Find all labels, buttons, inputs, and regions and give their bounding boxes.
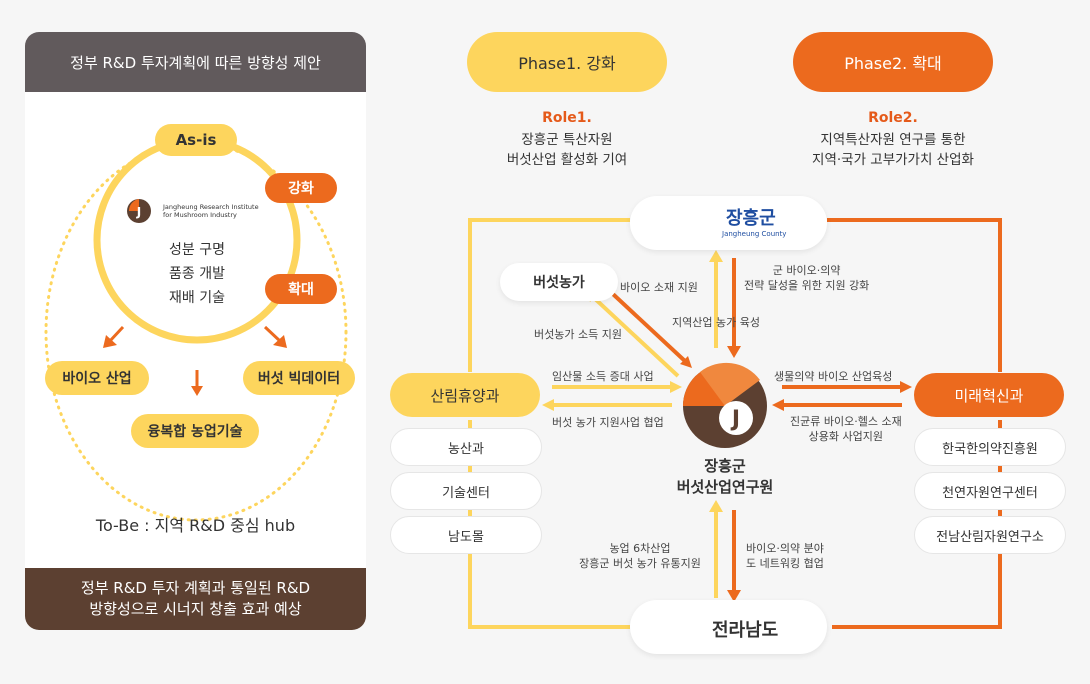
label-bio-pharma-growth: 생물의약 바이오 산업육성 (774, 370, 893, 383)
future-dept-node: 미래혁신과 (914, 373, 1064, 417)
arrow-heads (103, 335, 287, 396)
role1-line1: 장흥군 특산자원 (521, 132, 613, 148)
mushroom-bigdata-badge: 버섯 빅데이터 (243, 361, 355, 395)
label-network-line2: 도 네트워킹 협업 (746, 557, 824, 570)
label-farm-support-coop: 버섯 농가 지원사업 협업 (552, 416, 664, 429)
left-sub-node: 남도몰 (390, 516, 542, 554)
frame-top-right (827, 218, 1002, 372)
svg-text:J: J (136, 205, 141, 219)
center-name-line1: 장흥군 (704, 457, 746, 475)
jeonnam-down-arrow (727, 590, 741, 602)
strengthen-badge: 강화 (265, 173, 337, 203)
right-sub-node: 전남산림자원연구소 (914, 516, 1066, 554)
expand-badge: 확대 (265, 274, 337, 304)
role1-line2: 버섯산업 활성화 기여 (506, 152, 628, 168)
left-sub-node: 농산과 (390, 428, 542, 466)
institute-name: Jangheung Research Institute for Mushroo… (163, 203, 259, 219)
label-network-line1: 바이오·의약 분야 (746, 542, 824, 555)
center-name-line2: 버섯산업연구원 (676, 478, 774, 496)
role1-title: Role1. (542, 110, 592, 126)
forest-right-arrow (670, 381, 682, 393)
forest-dept-node: 산림휴양과 (390, 373, 540, 417)
label-county-bio-pharma: 군 바이오·의약 전략 달성을 위한 지원 강화 (744, 263, 869, 293)
mushroom-farm-node: 버섯농가 (500, 263, 618, 301)
label-regional-industry: 지역산업 농가 육성 (672, 316, 760, 329)
frame-top-left (468, 218, 630, 372)
county-down-arrow (727, 346, 741, 358)
arrow-right-line (263, 325, 283, 344)
left-footer: 정부 R&D 투자 계획과 통일된 R&D 방향성으로 시너지 창출 효과 예상 (25, 568, 366, 630)
label-bio-material-support: 바이오 소재 지원 (620, 281, 698, 294)
label-fungi: 진균류 바이오·헬스 소재 상용화 사업지원 (790, 414, 902, 444)
label-fungi-line2: 상용화 사업지원 (808, 430, 884, 443)
role2-line2: 지역·국가 고부가가치 산업화 (812, 152, 974, 168)
label-network: 바이오·의약 분야 도 네트워킹 협업 (746, 541, 824, 571)
jangheung-county-node: 장흥군 Jangheung County (630, 196, 827, 250)
arrow-down-head (191, 386, 203, 396)
arrow-right-head (273, 335, 287, 348)
label-county-bio-pharma-line1: 군 바이오·의약 (772, 264, 841, 277)
institute-name-line2: for Mushroom Industry (163, 211, 237, 219)
center-institute-name: 장흥군 버섯산업연구원 (655, 456, 795, 498)
as-is-task-list: 성분 구명 품종 개발 재배 기술 (147, 238, 247, 310)
farm-diag-arrow-a (680, 356, 692, 368)
farm-diag-line-b (590, 294, 680, 378)
task-item: 성분 구명 (169, 242, 225, 258)
left-header: 정부 R&D 투자계획에 따른 방향성 제안 (25, 32, 366, 92)
role2-line1: 지역특산자원 연구를 통한 (820, 132, 966, 148)
jeonnam-name: 전라남도 (712, 620, 779, 641)
footer-line1: 정부 R&D 투자 계획과 통일된 R&D (80, 579, 311, 597)
role2-block: Role2. 지역특산자원 연구를 통한 지역·국가 고부가가치 산업화 (770, 110, 1016, 170)
label-fungi-line1: 진균류 바이오·헬스 소재 (790, 415, 902, 428)
label-county-bio-pharma-line2: 전략 달성을 위한 지원 강화 (744, 279, 870, 292)
future-left-arrow (772, 399, 784, 411)
label-forest-income: 임산물 소득 증대 사업 (552, 370, 654, 383)
right-sub-node: 천연자원연구센터 (914, 472, 1066, 510)
task-item: 품종 개발 (169, 266, 225, 282)
county-up-arrow (709, 250, 723, 262)
phase1-pill: Phase1. 강화 (467, 32, 667, 92)
arrow-left-head (103, 335, 117, 348)
jeonnam-node: 전라남도 (630, 600, 827, 654)
future-right-arrow (900, 381, 912, 393)
as-is-badge: As-is (155, 124, 237, 156)
right-sub-node: 한국한의약진흥원 (914, 428, 1066, 466)
left-panel: 정부 R&D 투자계획에 따른 방향성 제안 J As-is Jangheung… (25, 32, 366, 630)
jeonnam-up-arrow (709, 500, 723, 512)
label-agri6-line1: 농업 6차산업 (609, 542, 671, 555)
label-agri6: 농업 6차산업 장흥군 버섯 농가 유통지원 (576, 541, 704, 571)
forest-left-arrow (542, 399, 554, 411)
bio-industry-badge: 바이오 산업 (45, 361, 149, 395)
label-farm-income-support: 버섯농가 소득 지원 (534, 328, 622, 341)
arrow-group (107, 325, 283, 388)
farm-diag-line-a (598, 280, 688, 364)
task-item: 재배 기술 (169, 290, 225, 306)
county-name-en: Jangheung County (722, 230, 787, 238)
footer-line2: 방향성으로 시너지 창출 효과 예상 (89, 600, 302, 618)
to-be-text: To-Be : 지역 R&D 중심 hub (95, 516, 296, 535)
svg-text:J: J (730, 407, 740, 432)
role2-title: Role2. (868, 110, 918, 126)
county-name-ko: 장흥군 (726, 208, 776, 229)
role1-block: Role1. 장흥군 특산자원 버섯산업 활성화 기여 (467, 110, 667, 170)
label-agri6-line2: 장흥군 버섯 농가 유통지원 (579, 557, 701, 570)
arrow-left-line (107, 325, 125, 344)
left-sub-node: 기술센터 (390, 472, 542, 510)
convergence-agri-badge: 융복합 농업기술 (131, 414, 259, 448)
institute-name-line1: Jangheung Research Institute (163, 203, 259, 211)
phase2-pill: Phase2. 확대 (793, 32, 993, 92)
